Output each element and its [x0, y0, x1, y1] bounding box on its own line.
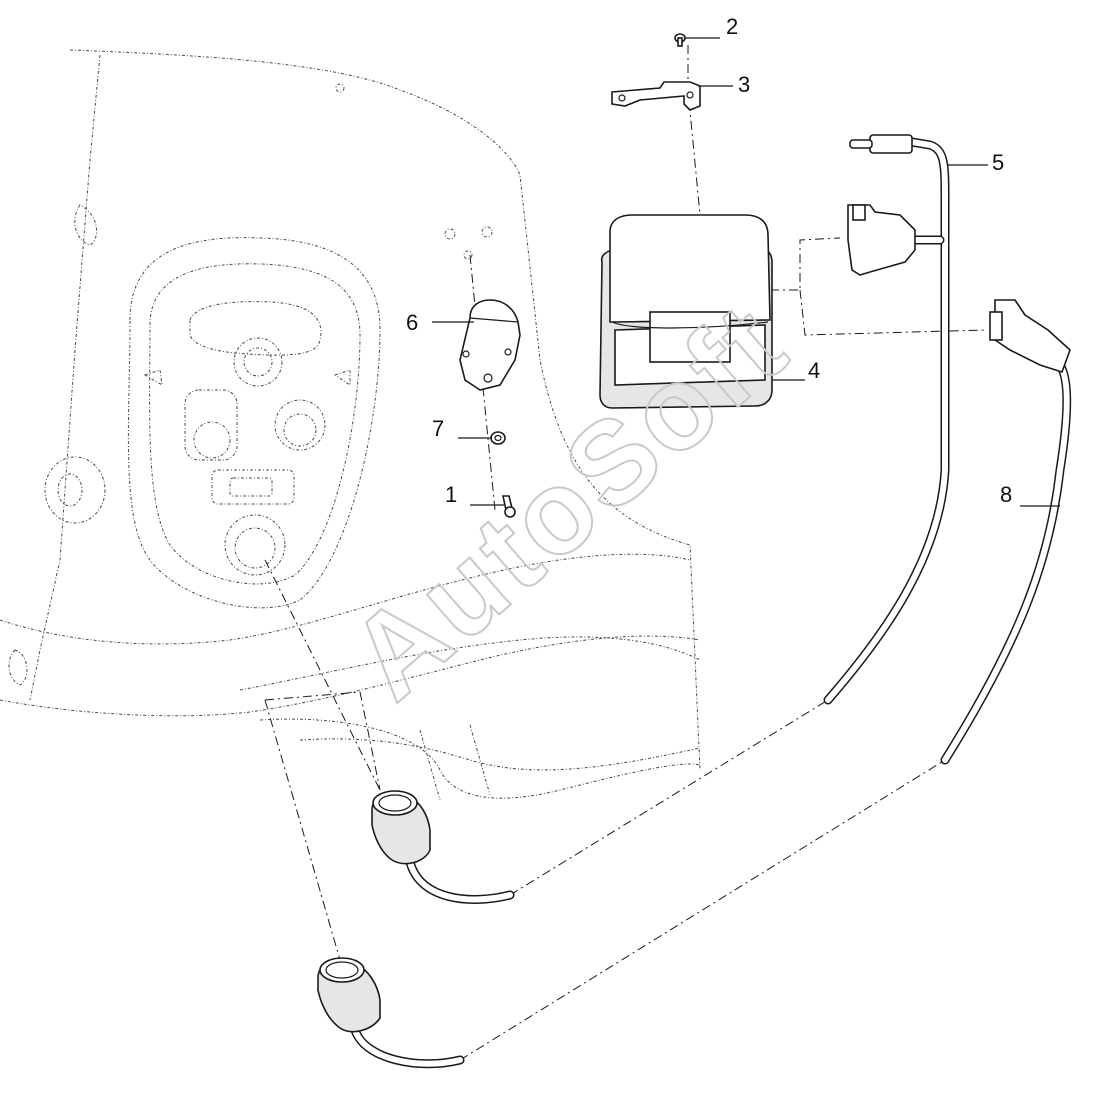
callout-1: 1 — [445, 482, 457, 507]
callout-5: 5 — [992, 150, 1004, 175]
part-3-bracket — [611, 81, 701, 111]
callout-4: 4 — [808, 358, 820, 383]
part-2-screw — [674, 33, 686, 47]
part-7-washer — [490, 431, 506, 445]
callout-leaders — [432, 37, 1060, 507]
round-connector-upper — [371, 790, 515, 904]
callout-7: 7 — [432, 416, 444, 441]
part-4-display-unit — [599, 214, 773, 409]
watermark-text: AutoSoft — [325, 277, 812, 724]
part-5-cable-harness — [823, 134, 950, 705]
part-8-cable — [940, 299, 1072, 765]
round-connector-lower — [317, 957, 465, 1069]
part-1-screw — [502, 495, 516, 518]
assembly-guide-lines — [264, 45, 986, 1061]
callout-labels: 1 2 3 4 5 6 7 8 — [406, 14, 1012, 507]
tractor-body-panel — [0, 49, 701, 801]
part-6-mounting-plate — [459, 299, 521, 391]
callout-6: 6 — [406, 310, 418, 335]
callout-2: 2 — [726, 14, 738, 39]
callout-8: 8 — [1000, 482, 1012, 507]
callout-3: 3 — [738, 72, 750, 97]
